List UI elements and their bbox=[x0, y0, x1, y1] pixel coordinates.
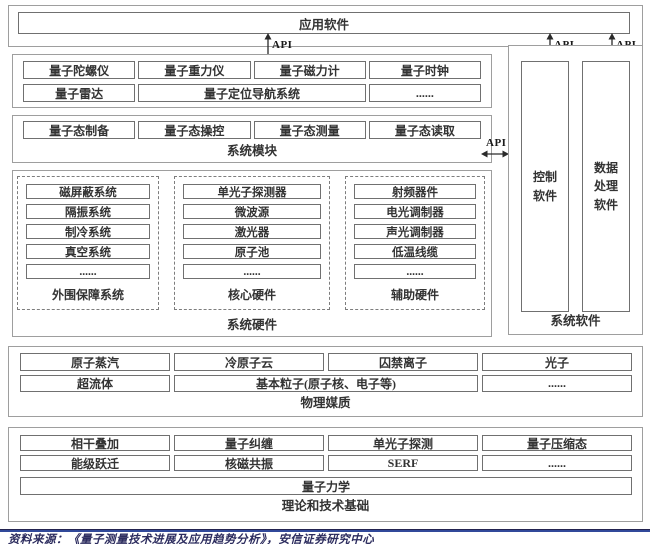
system-hardware-label: 系统硬件 bbox=[226, 318, 277, 332]
hardware-item-vacuum: 真空系统 bbox=[26, 244, 150, 259]
module-cell-state-manipulation: 量子态操控 bbox=[138, 121, 251, 139]
auxiliary-hardware-label: 辅助硬件 bbox=[390, 288, 439, 302]
hardware-item-microwave-source: 微波源 bbox=[183, 204, 321, 219]
modules-row: 量子态制备 量子态操控 量子态测量 量子态读取 bbox=[23, 121, 481, 139]
instrument-cell-ellipsis: ...... bbox=[368, 84, 481, 102]
media-cell-photon: 光子 bbox=[482, 353, 632, 371]
hardware-column-auxiliary: 射频器件 电光调制器 声光调制器 低温线缆 ...... 辅助硬件 bbox=[345, 176, 485, 310]
hardware-item-single-photon-detector: 单光子探测器 bbox=[183, 184, 321, 199]
instrument-cell-magnetometer: 量子磁力计 bbox=[253, 61, 366, 79]
media-cell-elementary-particles: 基本粒子(原子核、电子等) bbox=[174, 375, 478, 392]
source-note: 资料来源：《量子测量技术进展及应用趋势分析》，安信证券研究中心 bbox=[8, 534, 375, 544]
instrument-cell-gravimeter: 量子重力仪 bbox=[138, 61, 251, 79]
media-cell-ellipsis: ...... bbox=[482, 375, 632, 392]
control-software-box: 控制软件 bbox=[521, 61, 569, 312]
core-hardware-label: 核心硬件 bbox=[227, 288, 276, 302]
control-software-label: 控制软件 bbox=[532, 169, 557, 203]
hardware-item-ellipsis: ...... bbox=[183, 264, 321, 279]
data-processing-software-box: 数据处理软件 bbox=[582, 61, 630, 312]
system-modules-label: 系统模块 bbox=[226, 144, 277, 158]
instrument-cell-radar: 量子雷达 bbox=[23, 84, 136, 102]
hardware-item-refrigeration: 制冷系统 bbox=[26, 224, 150, 239]
peripheral-support-label: 外围保障系统 bbox=[51, 288, 124, 302]
module-cell-state-measurement: 量子态测量 bbox=[253, 121, 366, 139]
instrument-cell-gyroscope: 量子陀螺仪 bbox=[23, 61, 136, 79]
media-cell-atomic-vapor: 原子蒸汽 bbox=[20, 353, 170, 371]
hardware-item-magnetic-shielding: 磁屏蔽系统 bbox=[26, 184, 150, 199]
media-cell-cold-atom-cloud: 冷原子云 bbox=[174, 353, 324, 371]
theory-cell-serf: SERF bbox=[328, 455, 478, 471]
system-software-label: 系统软件 bbox=[550, 314, 601, 328]
media-row-2: 超流体 基本粒子(原子核、电子等) ...... bbox=[20, 375, 632, 392]
hardware-item-cryogenic-cable: 低温线缆 bbox=[354, 244, 476, 259]
api-arrow-modules-software-icon bbox=[481, 150, 509, 158]
hardware-column-peripheral-support: 磁屏蔽系统 隔振系统 制冷系统 真空系统 ...... 外围保障系统 bbox=[17, 176, 159, 310]
instruments-row-2: 量子雷达 量子定位导航系统 ...... bbox=[23, 84, 481, 102]
module-cell-state-readout: 量子态读取 bbox=[368, 121, 481, 139]
api-label-left: API bbox=[272, 39, 293, 51]
divider-rule bbox=[0, 529, 650, 532]
hardware-column-core: 单光子探测器 微波源 激光器 原子池 ...... 核心硬件 bbox=[174, 176, 330, 310]
theory-cell-ellipsis: ...... bbox=[482, 455, 632, 471]
hardware-item-electro-optic-modulator: 电光调制器 bbox=[354, 204, 476, 219]
hardware-item-ellipsis: ...... bbox=[354, 264, 476, 279]
api-label-modules-software: API bbox=[486, 137, 507, 149]
physical-media-label: 物理媒质 bbox=[300, 396, 351, 410]
theory-cell-coherent-superposition: 相干叠加 bbox=[20, 435, 170, 451]
media-row-1: 原子蒸汽 冷原子云 囚禁离子 光子 bbox=[20, 353, 632, 371]
module-cell-state-preparation: 量子态制备 bbox=[23, 121, 136, 139]
data-processing-software-label: 数据处理软件 bbox=[593, 160, 618, 212]
theory-foundation-label: 理论和技术基础 bbox=[281, 499, 370, 513]
theory-cell-single-photon-detection: 单光子探测 bbox=[328, 435, 478, 451]
hardware-item-atom-cell: 原子池 bbox=[183, 244, 321, 259]
hardware-item-acousto-optic-modulator: 声光调制器 bbox=[354, 224, 476, 239]
hardware-item-laser: 激光器 bbox=[183, 224, 321, 239]
media-cell-trapped-ion: 囚禁离子 bbox=[328, 353, 478, 371]
application-software-box: 应用软件 bbox=[18, 12, 630, 34]
theory-row-2: 能级跃迁 核磁共振 SERF ...... bbox=[20, 455, 632, 471]
instrument-cell-clock: 量子时钟 bbox=[368, 61, 481, 79]
quantum-mechanics-box: 量子力学 bbox=[20, 477, 632, 495]
theory-cell-energy-level-transition: 能级跃迁 bbox=[20, 455, 170, 471]
theory-row-1: 相干叠加 量子纠缠 单光子探测 量子压缩态 bbox=[20, 435, 632, 451]
theory-cell-squeezed-state: 量子压缩态 bbox=[482, 435, 632, 451]
theory-cell-nmr: 核磁共振 bbox=[174, 455, 324, 471]
hardware-item-vibration-isolation: 隔振系统 bbox=[26, 204, 150, 219]
instrument-cell-positioning-navigation: 量子定位导航系统 bbox=[138, 84, 366, 102]
theory-cell-entanglement: 量子纠缠 bbox=[174, 435, 324, 451]
instruments-row-1: 量子陀螺仪 量子重力仪 量子磁力计 量子时钟 bbox=[23, 61, 481, 79]
hardware-item-rf-device: 射频器件 bbox=[354, 184, 476, 199]
media-cell-superfluid: 超流体 bbox=[20, 375, 170, 392]
hardware-item-ellipsis: ...... bbox=[26, 264, 150, 279]
